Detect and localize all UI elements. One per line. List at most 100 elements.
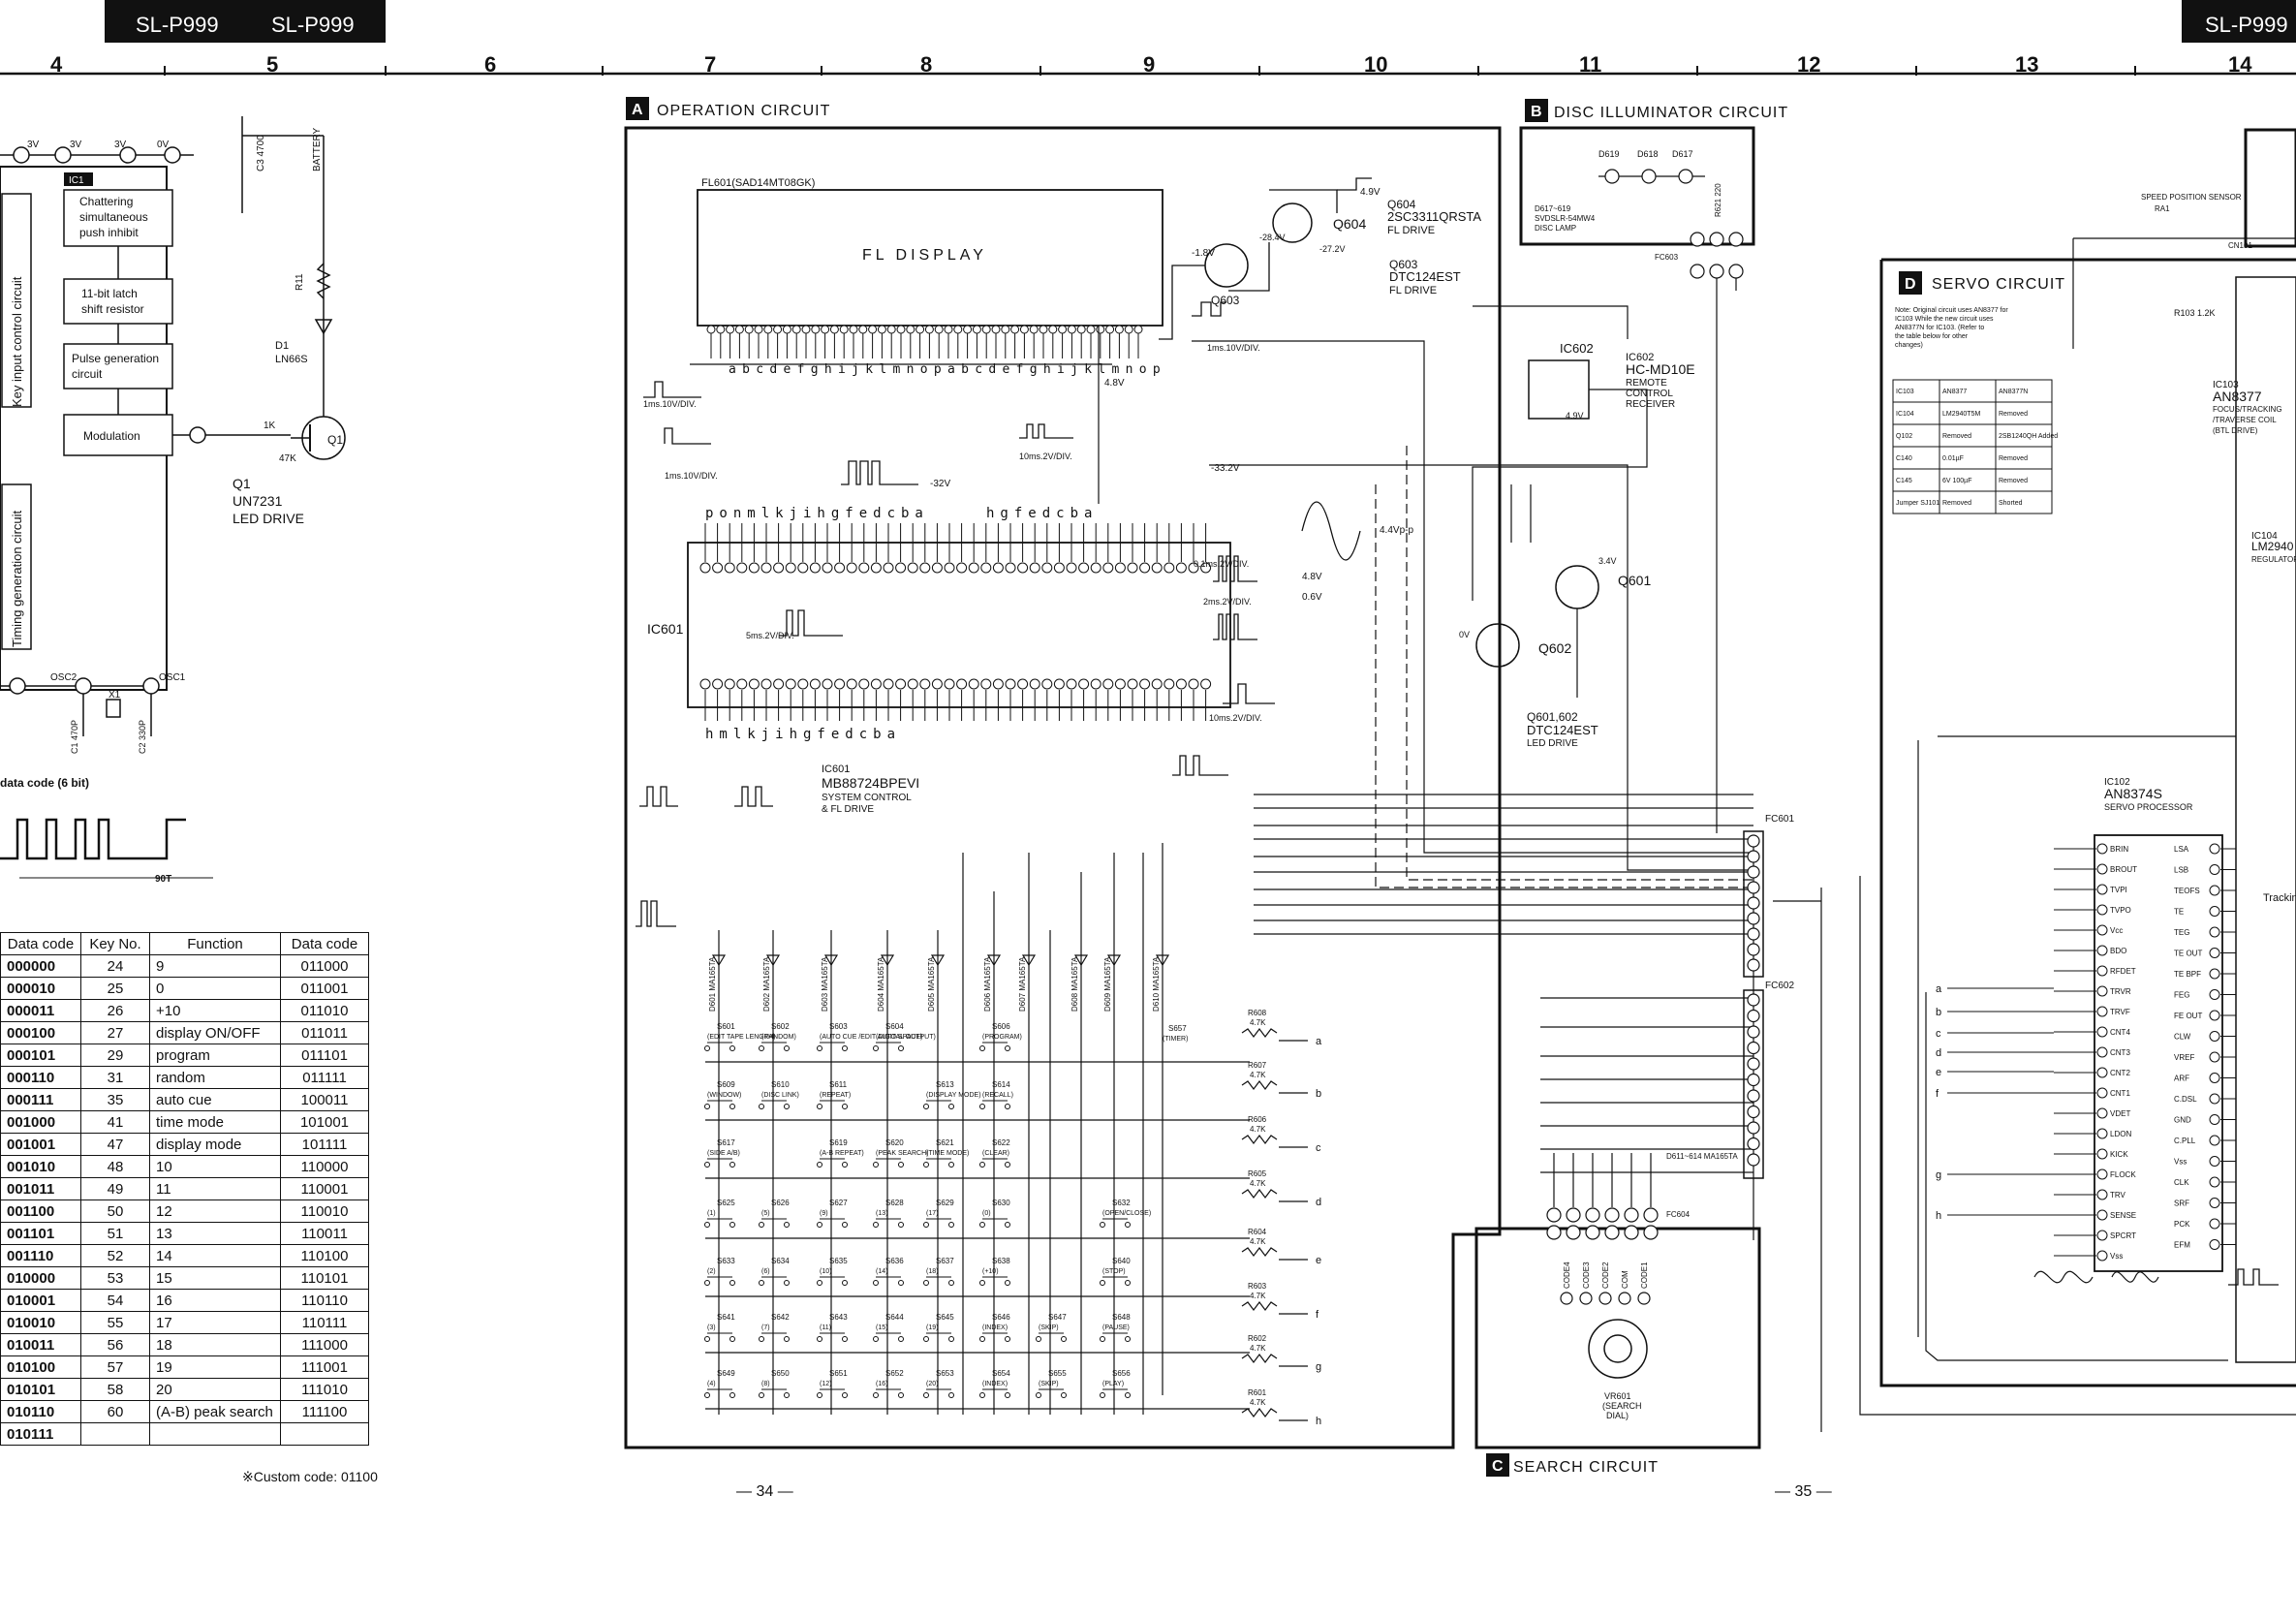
switch-ref: S636 (885, 1257, 904, 1265)
servo-row-letter: e (1936, 1067, 1941, 1078)
ic102-pin-left (2096, 884, 2108, 895)
fl-pin (1086, 325, 1096, 334)
ic601-pin-top (822, 562, 833, 574)
ic102-pin-left (2096, 1128, 2108, 1139)
ic102-pin-label: Vcc (2110, 926, 2123, 935)
servo-note-line: Note: Original circuit uses AN8377 for (1895, 307, 2008, 314)
ic601-pin-top (858, 562, 870, 574)
switch-func: (13) (876, 1210, 887, 1217)
servo-row-letter: a (1936, 983, 1942, 995)
voltage-label: -33.2V (1211, 463, 1240, 474)
switch-func: (14) (876, 1268, 887, 1275)
q603-label-ref: Q603 (1389, 258, 1418, 271)
table-cell: +10 (149, 999, 281, 1022)
switch-contact (842, 1336, 848, 1342)
row-letter: d (1316, 1197, 1321, 1208)
switch-contact (948, 1392, 954, 1398)
fl-pin (924, 325, 934, 334)
resistor-symbol (1241, 1301, 1278, 1311)
table-cell (80, 1422, 150, 1446)
fl-pin (716, 325, 726, 334)
table-cell: 111001 (280, 1355, 369, 1379)
transistor-q602 (1475, 623, 1520, 668)
fl-pin (1114, 325, 1124, 334)
table-cell: 49 (80, 1177, 150, 1200)
ic102-pin-label: TE BPF (2174, 970, 2201, 979)
data-code-table: Data code Key No. Function Data code 000… (0, 932, 369, 1446)
ic102-pin-left (2096, 945, 2108, 956)
change-table-text: Q102 (1896, 433, 1912, 440)
pulse-waveform (0, 818, 186, 860)
switch-ref: S622 (992, 1138, 1010, 1147)
ic601-ref-sub: IC601 (822, 763, 850, 775)
grid-numbers: 4 5 6 7 8 9 10 11 12 13 14 (50, 52, 2252, 77)
dial-label: (SEARCH (1602, 1401, 1642, 1411)
ic601-pin-bottom (1188, 678, 1199, 690)
row-letter: h (1316, 1416, 1321, 1427)
connector-pin (1747, 1137, 1760, 1151)
resistor-ref: R602 (1248, 1334, 1267, 1343)
table-cell: 29 (80, 1044, 150, 1067)
switch-contact (784, 1336, 790, 1342)
ic601-pin-bottom (968, 678, 979, 690)
switch-contact (729, 1392, 735, 1398)
fl-display-label: FL DISPLAY (862, 247, 987, 264)
connector-pin (1747, 927, 1760, 941)
table-cell: 001100 (0, 1199, 81, 1223)
switch-ref: S648 (1112, 1313, 1131, 1322)
switch-contact (923, 1162, 929, 1168)
switch-func: (AUTO CUE /EDIT AUTO SPACE) (820, 1034, 922, 1041)
q603-desc: FL DRIVE (1389, 285, 1437, 296)
row-letter: c (1316, 1142, 1321, 1154)
switch-contact (1100, 1336, 1105, 1342)
diode-label: D611~614 MA165TA (1666, 1152, 1738, 1161)
led-ref: D1 (275, 340, 289, 352)
switch-contact (1125, 1280, 1131, 1286)
table-cell (280, 1422, 369, 1446)
switch-contact (1005, 1222, 1010, 1228)
table-cell: 000100 (0, 1021, 81, 1044)
ic601-pin-top (931, 562, 943, 574)
row-letter: f (1316, 1309, 1319, 1321)
switch-contact (704, 1222, 710, 1228)
table-cell: 010100 (0, 1355, 81, 1379)
ic601-pin-top (736, 562, 748, 574)
switch-ref: S619 (829, 1138, 848, 1147)
fl-pin (877, 325, 886, 334)
table-cell: 000000 (0, 954, 81, 978)
switch-contact (873, 1336, 879, 1342)
ic102-pin-label: BROUT (2110, 865, 2137, 874)
fl-pin (1019, 325, 1029, 334)
section-letter: A (632, 102, 643, 118)
ic102-ref: IC102 (2104, 777, 2130, 788)
q-desc: DTC124EST (1527, 723, 1598, 737)
table-cell: 27 (80, 1021, 150, 1044)
ic102-pin-right (2209, 1031, 2220, 1042)
ic601-pin-bottom (797, 678, 809, 690)
ic102-pin-left (2096, 985, 2108, 997)
pin-voltage: 3V (114, 140, 127, 150)
resistor-ref: R608 (1248, 1009, 1267, 1017)
grid-number: 8 (920, 52, 932, 77)
table-cell: 000101 (0, 1044, 81, 1067)
ic601-pin-top (944, 562, 955, 574)
switch-contact (784, 1392, 790, 1398)
switch-ref: S638 (992, 1257, 1010, 1265)
change-table-text: AN8377N (1999, 389, 2028, 395)
table-cell: 010101 (0, 1378, 81, 1401)
fl-display-ref: FL601(SAD14MT08GK) (701, 177, 815, 189)
switch-contact (729, 1222, 735, 1228)
table-cell: 001110 (0, 1244, 81, 1267)
switch-contact (842, 1280, 848, 1286)
grid-number: 12 (1797, 52, 1820, 77)
grid-number: 11 (1579, 52, 1601, 77)
ic102-pin-label: TE OUT (2174, 950, 2202, 958)
disc-note: SVDSLR-54MW4 (1535, 214, 1596, 223)
ic601-pin-bottom (1017, 678, 1029, 690)
ic601-pin-top (956, 562, 968, 574)
switch-func: (19) (926, 1324, 938, 1331)
change-table-text: Removed (1999, 455, 2028, 462)
